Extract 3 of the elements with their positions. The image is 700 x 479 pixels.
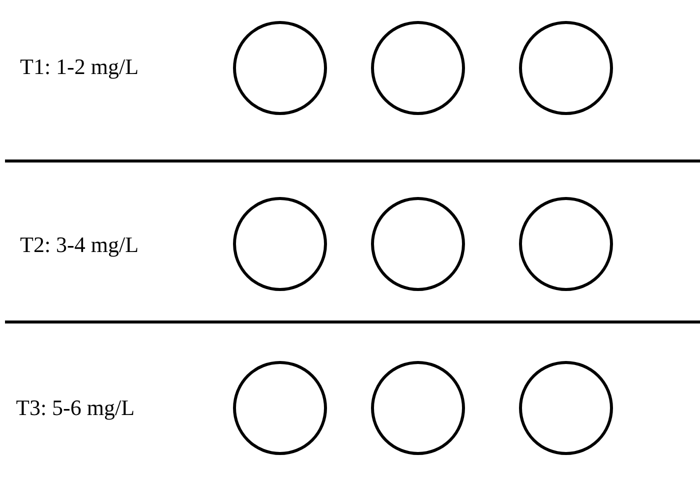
row-label: T1: 1-2 mg/L: [20, 54, 139, 80]
row-label: T3: 5-6 mg/L: [16, 395, 135, 421]
row-label: T2: 3-4 mg/L: [20, 232, 139, 258]
